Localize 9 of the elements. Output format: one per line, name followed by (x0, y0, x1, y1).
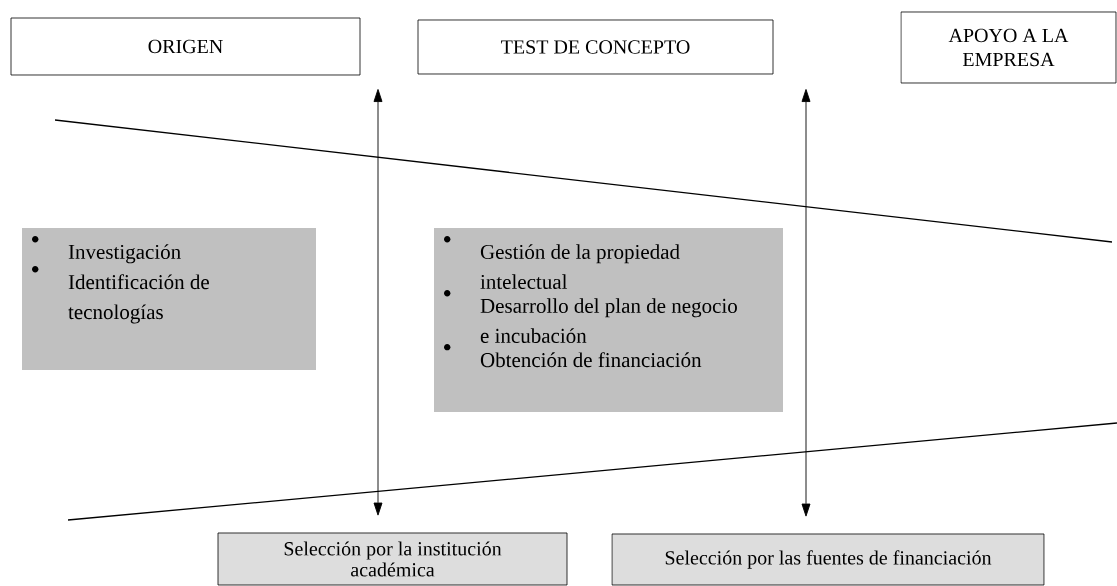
bullet-list-box: Investigación Identificación de tecnologías (22, 228, 316, 370)
stage-box: ORIGEN (10, 17, 361, 76)
stage-box: APOYO A LA EMPRESA (900, 11, 1117, 84)
selection-box: Selección por la institución académica (217, 532, 568, 586)
bullet-list-box: Gestión de la propiedad intelectual Desarrollo del plan de negocio e incubación Obtención de financiación (434, 228, 783, 412)
stage-box: TEST DE CONCEPTO (417, 19, 774, 75)
double-arrow (801, 89, 811, 517)
double-arrow (373, 89, 383, 516)
selection-box: Selección por las fuentes de financiación (611, 533, 1045, 586)
